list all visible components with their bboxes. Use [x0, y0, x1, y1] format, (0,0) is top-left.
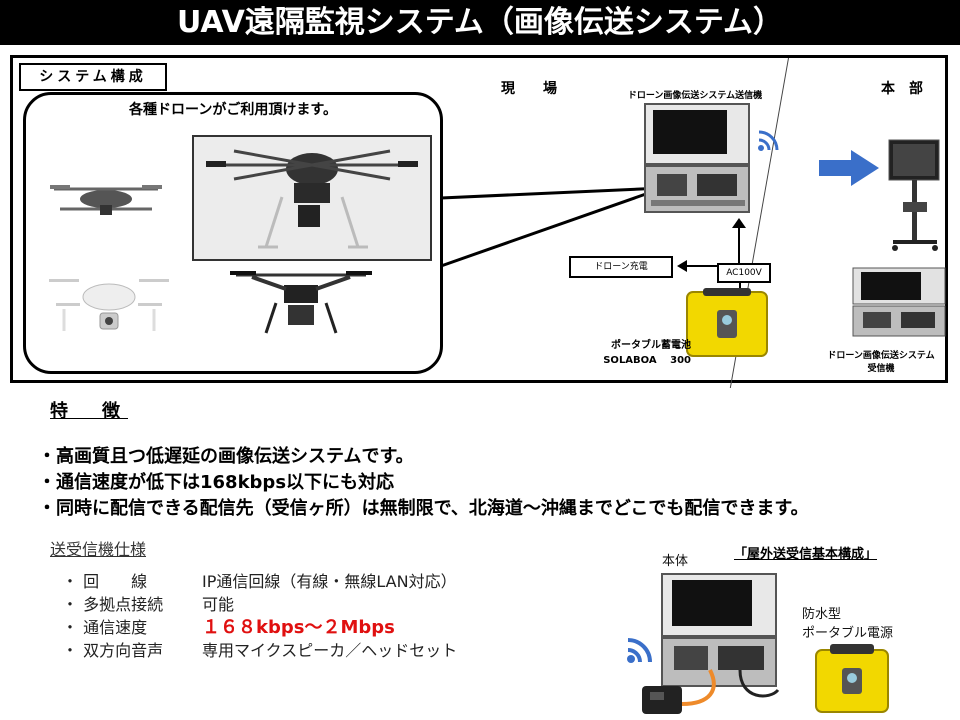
transmitter-image — [644, 103, 750, 213]
bubble-title: 各種ドローンがご利用頂けます。 — [129, 102, 337, 118]
ac100v-label: AC100V — [717, 263, 771, 283]
arrow-up-icon — [732, 218, 746, 266]
outdoor-wifi-icon — [627, 638, 652, 663]
feature-item: ・同時に配信できる配信先（受信ヶ所）は無制限で、北海道～沖縄までどこでも配信でき… — [38, 498, 809, 519]
power-label: 防水型 ポータブル電源 — [802, 603, 893, 641]
features-heading: 特 徴 — [50, 401, 128, 422]
battery-label: ポータブル蓄電池 SOLABOA 300 — [581, 336, 691, 366]
receiver-label: ドローン画像伝送システム 受信機 — [813, 348, 949, 374]
arrow-right-icon — [819, 150, 879, 186]
router-cable-image — [642, 669, 780, 714]
hq-label: 本 部 — [881, 81, 923, 97]
spec-label: ・ 回 線 — [62, 572, 148, 591]
drone-charge-label: ドローン充電 — [569, 256, 673, 278]
drone-bubble: 各種ドローンがご利用頂けます。 — [23, 92, 443, 374]
foldable-drone-image — [50, 185, 162, 215]
power-label-line1: 防水型 — [802, 607, 842, 622]
spec-row: ・ 双方向音声 専用マイクスピーカ／ヘッドセット — [62, 637, 457, 661]
hexacopter-image — [206, 149, 418, 249]
receiver-label-line1: ドローン画像伝送システム — [827, 351, 935, 361]
power-label-line2: ポータブル電源 — [802, 626, 894, 641]
feature-item: ・高画質且つ低遅延の画像伝送システムです。 — [38, 446, 414, 467]
spec-row: ・ 通信速度 １６８kbps～２Mbps — [62, 613, 395, 639]
spec-row: ・ 回 線 IP通信回線（有線・無線LAN対応） — [62, 568, 457, 592]
outdoor-transmitter-image — [661, 573, 777, 687]
arrow-left-icon — [677, 260, 717, 272]
spec-label: ・ 多拠点接続 — [62, 595, 164, 614]
spec-value: 専用マイクスピーカ／ヘッドセット — [202, 641, 458, 660]
white-drone-image — [49, 279, 169, 331]
spec-label: ・ 双方向音声 — [62, 641, 164, 660]
spec-row: ・ 多拠点接続 可能 — [62, 591, 234, 615]
black-drone-image — [230, 271, 372, 334]
outdoor-config-title: 「屋外送受信基本構成」 — [734, 547, 878, 562]
spec-value: IP通信回線（有線・無線LAN対応） — [202, 572, 457, 591]
portable-battery-image — [686, 288, 768, 357]
site-label: 現 場 — [501, 81, 557, 97]
spec-label: ・ 通信速度 — [62, 618, 148, 637]
system-diagram: システム構成 各種ドローンがご利用頂けます。 — [10, 55, 949, 388]
receiver-image — [852, 267, 946, 337]
bubble-tail — [440, 186, 664, 268]
wifi-icon — [758, 130, 779, 151]
spec-value-speed: １６８kbps～２Mbps — [202, 617, 395, 638]
body-label: 本体 — [662, 554, 689, 569]
battery-label-line2: SOLABOA 300 — [603, 355, 691, 366]
specs-heading: 送受信機仕様 — [50, 540, 147, 559]
transmitter-label: ドローン画像伝送システム送信機 — [627, 91, 763, 101]
receiver-label-line2: 受信機 — [867, 364, 895, 374]
system-config-label: システム構成 — [19, 63, 167, 91]
spec-value: 可能 — [202, 595, 235, 614]
page-title: UAV遠隔監視システム（画像伝送システム） — [0, 0, 960, 45]
hexacopter-photo — [192, 135, 432, 261]
battery-label-line1: ポータブル蓄電池 — [611, 340, 691, 351]
outdoor-battery-image — [815, 644, 889, 713]
feature-item: ・通信速度が低下は168kbps以下にも対応 — [38, 472, 395, 493]
monitor-stand-image — [888, 139, 940, 251]
